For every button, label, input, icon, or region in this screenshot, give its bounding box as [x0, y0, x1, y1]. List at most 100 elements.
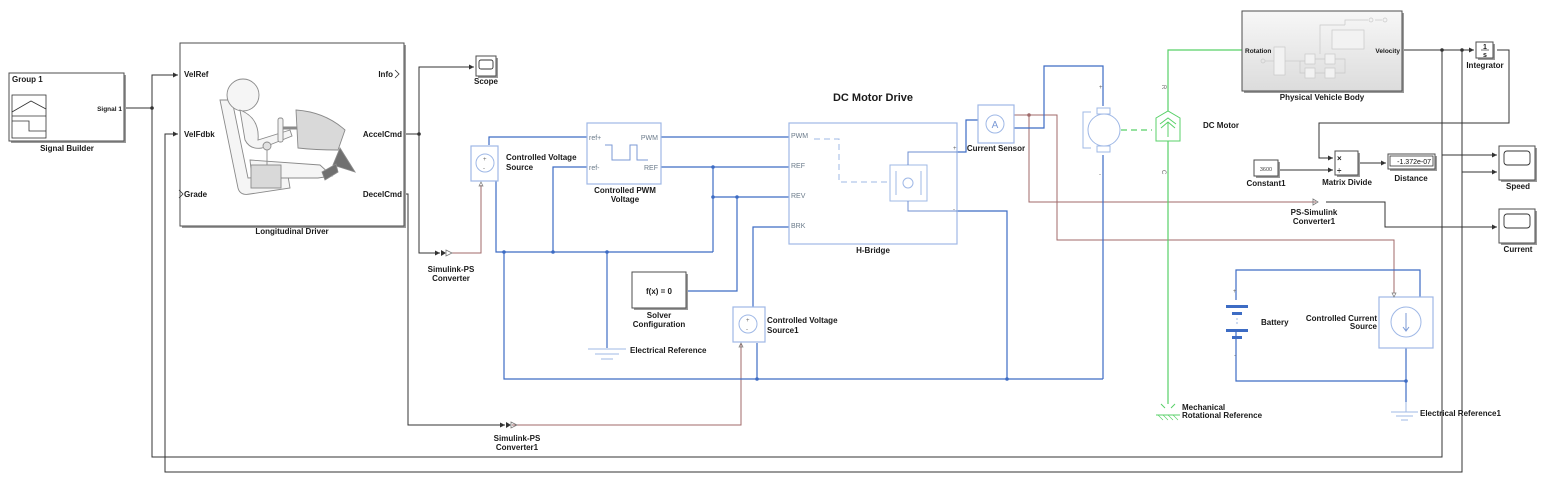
current-scope-block[interactable]: Current [1498, 208, 1537, 254]
constant1-block[interactable]: 3600 Constant1 [1246, 159, 1286, 188]
converter-in-arrow-icon [441, 250, 446, 256]
signal-builder-block[interactable]: Group 1 Signal 1 Signal Builder [8, 72, 126, 153]
driver-port-velfdbk: VelFdbk [184, 130, 215, 139]
wire-to-current[interactable] [1326, 201, 1497, 230]
ground-icon [1391, 402, 1418, 421]
down-arrow-icon [1402, 313, 1410, 332]
converter-out-arrow-icon [510, 421, 518, 429]
wire-ps-current-sensor[interactable] [1014, 114, 1316, 203]
matrix-divide-port-divide: ÷ [1337, 166, 1342, 175]
dc-motor-drive-title: DC Motor Drive [833, 92, 913, 104]
wire-ps-ccs[interactable] [1029, 114, 1395, 293]
wire-ps-cvs1[interactable] [512, 343, 742, 426]
speed-scope-block[interactable]: Speed [1498, 145, 1537, 191]
wire-integrator-out[interactable] [1318, 49, 1510, 161]
scope-screen-icon [478, 59, 494, 70]
wire-signal1-speed[interactable] [151, 50, 1443, 458]
cvs1-label-line2: Source1 [767, 326, 799, 335]
converter-label-line2: Converter [432, 274, 470, 283]
longitudinal-driver-block[interactable]: VelRef VelFdbk Grade Info AccelCmd Decel… [178, 42, 406, 236]
wire-cvs-refplus[interactable] [488, 136, 589, 145]
cvs1-minus: - [746, 327, 748, 333]
pwm-label-line2: Voltage [611, 195, 640, 204]
pwm-label-line1: Controlled PWM [594, 186, 656, 195]
scope-label: Scope [474, 77, 499, 86]
solver-label-line1: Solver [647, 311, 671, 320]
constant1-label: Constant1 [1246, 179, 1286, 188]
wire-hb-plus[interactable] [957, 119, 981, 153]
wire-signal1-velref[interactable] [125, 72, 178, 109]
matrix-divide-block[interactable]: × ÷ Matrix Divide [1322, 150, 1372, 187]
electrical-reference1-block[interactable]: Electrical Reference1 [1391, 402, 1501, 421]
scope-screen-icon [1503, 213, 1531, 229]
controlled-current-source-block[interactable]: Controlled Current Source [1306, 292, 1434, 349]
converter1-label-line1: Simulink-PS [494, 434, 541, 443]
solver-expr: f(x) = 0 [646, 287, 673, 296]
pwm-port-refplus: ref+ [589, 135, 601, 142]
wire-velocity-velfdbk[interactable] [164, 50, 1463, 473]
wire-hb-minus[interactable] [957, 210, 1008, 379]
hbridge-port-plus: + [953, 146, 957, 152]
junction [755, 377, 759, 381]
hbridge-port-rev: REV [791, 193, 806, 200]
constant1-value: 3600 [1260, 167, 1272, 173]
junction [711, 195, 715, 199]
integrator-block[interactable]: 1 s Integrator [1466, 41, 1504, 70]
wire-battery-top[interactable] [1235, 269, 1421, 300]
ps-simulink-label-line2: Converter1 [1293, 217, 1336, 226]
electrical-reference1-label: Electrical Reference1 [1420, 409, 1501, 418]
distance-display-block[interactable]: -1.372e-07 Distance [1387, 153, 1437, 183]
physical-vehicle-body-block[interactable]: Rotation Velocity Physical Vehicle Body [1241, 10, 1404, 102]
mechanical-rotational-reference-block[interactable]: Mechanical Rotational Reference [1156, 403, 1263, 421]
wire-to-converter[interactable] [418, 134, 440, 256]
hbridge-port-brk: BRK [791, 223, 806, 230]
current-sensor-block[interactable]: A Current Sensor [967, 104, 1025, 153]
wire-ps-cvs[interactable] [452, 185, 482, 254]
wire-refminus[interactable] [552, 166, 589, 252]
controlled-voltage-source1-block[interactable]: + - Controlled Voltage Source1 [732, 306, 838, 348]
simulink-ps-converter-block[interactable]: Simulink-PS Converter [428, 249, 475, 283]
integrator-num: 1 [1483, 44, 1487, 51]
wire-cs-motor[interactable] [1014, 65, 1104, 129]
solver-label-line2: Configuration [633, 320, 686, 329]
junction [551, 250, 555, 254]
pwm-port-pwm: PWM [641, 135, 658, 142]
h-bridge-block[interactable]: PWM REF REV BRK + - H-Bridge [788, 122, 958, 255]
simulink-ps-converter1-block[interactable]: Simulink-PS Converter1 [494, 421, 541, 452]
scope-block[interactable]: Scope [474, 55, 499, 86]
distance-label: Distance [1394, 174, 1428, 183]
mech-ref-label-line2: Rotational Reference [1182, 411, 1263, 420]
converter-in-arrow-icon [506, 422, 511, 428]
ps-converter-arrow-icon [1312, 198, 1319, 206]
wire-solver[interactable] [686, 197, 738, 292]
wire-battery-bottom[interactable] [1235, 330, 1406, 382]
solver-configuration-block[interactable]: f(x) = 0 Solver Configuration [631, 271, 688, 329]
longitudinal-driver-label: Longitudinal Driver [255, 227, 328, 236]
electrical-wires [488, 65, 1421, 402]
driver-port-decelcmd: DecelCmd [363, 190, 402, 199]
signal-builder-icon [11, 94, 47, 139]
wire-velocity-speed[interactable] [1441, 50, 1497, 158]
ps-simulink-converter1-block[interactable]: PS-Simulink Converter1 [1291, 198, 1338, 226]
signal-wires [125, 47, 1510, 473]
voltage-source-icon [475, 153, 495, 173]
battery-block[interactable]: + - Battery [1226, 289, 1289, 359]
vehicle-port-velocity: Velocity [1375, 48, 1400, 55]
electrical-reference-block[interactable]: Electrical Reference [588, 346, 707, 360]
wire-mech-r[interactable] [1167, 49, 1242, 113]
wire-brk[interactable] [752, 226, 791, 307]
pwm-wave-icon [605, 144, 648, 161]
wire-bottom-bus[interactable] [503, 252, 1103, 380]
controlled-pwm-voltage-block[interactable]: ref+ ref- PWM REF Controlled PWM Voltage [586, 122, 662, 204]
wire-to-scope[interactable] [418, 64, 474, 134]
dc-motor-icon [1082, 107, 1121, 153]
mech-ref-label-line1: Mechanical [1182, 403, 1225, 412]
hbridge-motor-icon [814, 138, 957, 212]
electrical-reference-label: Electrical Reference [630, 346, 707, 355]
signal-builder-out-port: Signal 1 [97, 106, 122, 113]
wire-cvs-minus[interactable] [495, 181, 713, 253]
current-source-icon [1390, 306, 1422, 338]
controlled-voltage-source-block[interactable]: + - Controlled Voltage Source [470, 145, 577, 187]
dc-motor-block[interactable]: + - R C DC Motor [1082, 85, 1239, 178]
